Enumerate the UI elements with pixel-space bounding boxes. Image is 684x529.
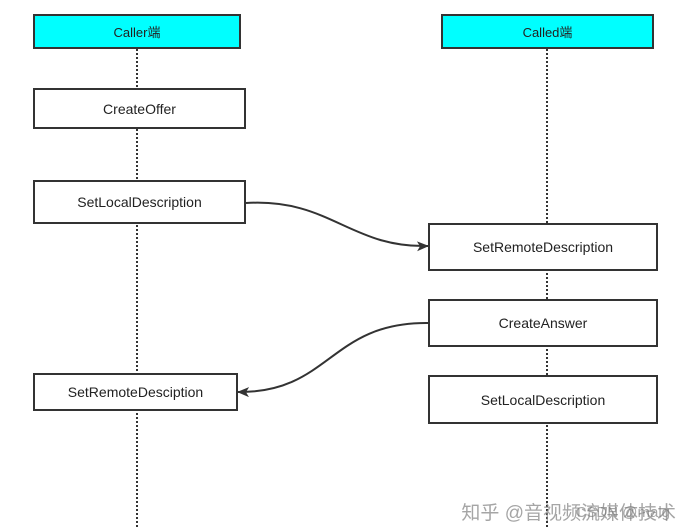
csdn-watermark: CSDN @malg — [575, 504, 670, 521]
called-set-remote-box: SetRemoteDescription — [428, 223, 658, 271]
caller-header: Caller端 — [33, 14, 241, 49]
create-offer-box: CreateOffer — [33, 88, 246, 129]
caller-header-label: Caller端 — [113, 25, 161, 40]
called-set-remote-label: SetRemoteDescription — [472, 239, 614, 255]
create-offer-label: CreateOffer — [103, 100, 176, 117]
called-lifeline — [546, 49, 548, 527]
caller-lifeline — [136, 49, 138, 527]
called-header: Called端 — [441, 14, 654, 49]
called-set-local-label: SetLocalDescription — [480, 391, 606, 408]
zhihu-watermark: 知乎 @音视频流媒体技术 — [461, 503, 676, 524]
caller-set-remote-box: SetRemoteDesciption — [33, 373, 238, 411]
offer-arrow — [245, 201, 429, 252]
caller-set-local-label: SetLocalDescription — [77, 194, 202, 210]
caller-set-remote-label: SetRemoteDesciption — [67, 384, 204, 400]
called-header-label: Called端 — [522, 25, 573, 40]
answer-arrow — [237, 321, 429, 398]
called-set-local-box: SetLocalDescription — [428, 375, 658, 424]
caller-set-local-box: SetLocalDescription — [33, 180, 246, 224]
create-answer-label: CreateAnswer — [498, 315, 588, 331]
create-answer-box: CreateAnswer — [428, 299, 658, 347]
